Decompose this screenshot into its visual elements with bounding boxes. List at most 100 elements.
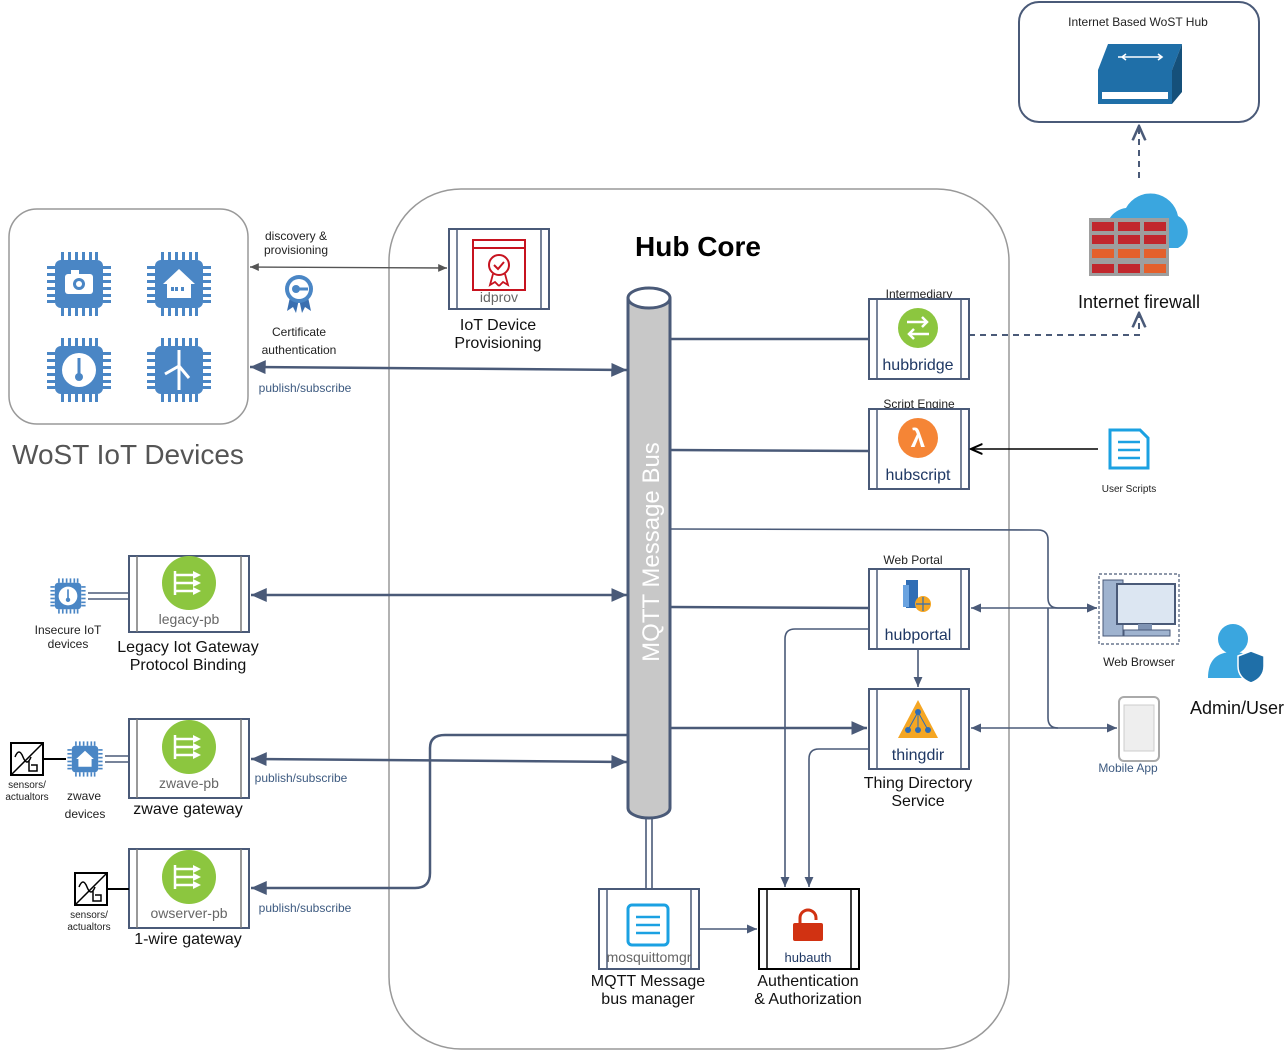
bridge-arrows-icon bbox=[898, 308, 938, 348]
owserver-caption: 1-wire gateway bbox=[134, 931, 242, 948]
mosquittomgr-service[interactable]: mosquittomgr bbox=[598, 888, 700, 970]
zwave-devices-label-2: devices bbox=[65, 807, 106, 821]
bus-hubportal-edge bbox=[669, 605, 870, 610]
insecure-device-chip-icon bbox=[50, 578, 86, 614]
cert-label-2: authentication bbox=[262, 343, 337, 357]
mqtt-message-bus: MQTT Message Bus bbox=[626, 286, 672, 820]
internet-hub-label: Internet Based WoST Hub bbox=[1068, 15, 1208, 29]
lambda-icon: λ bbox=[898, 418, 938, 458]
bus-hubscript-edge bbox=[669, 448, 870, 453]
zwave-devices-label-1: zwave bbox=[67, 789, 101, 803]
certificate-document-icon bbox=[472, 239, 526, 291]
hubbridge-firewall-edge bbox=[969, 313, 1139, 336]
legacy-pb-name: legacy-pb bbox=[159, 611, 220, 627]
zwave-caption: zwave gateway bbox=[133, 801, 242, 818]
zwave-sensors-label-2: actualtors bbox=[5, 792, 48, 803]
hubbridge-name: hubbridge bbox=[882, 357, 953, 374]
thingdir-name: thingdir bbox=[892, 747, 945, 764]
firewall-icon bbox=[1089, 193, 1188, 276]
user-scripts-icon bbox=[1108, 428, 1150, 470]
thingdir-hubauth-edge bbox=[804, 748, 869, 887]
web-server-icon bbox=[903, 580, 931, 612]
lock-icon bbox=[793, 908, 823, 941]
certificate-icon bbox=[285, 275, 313, 313]
web-browser-label: Web Browser bbox=[1103, 655, 1175, 669]
thingdir-caption-2: Service bbox=[891, 793, 944, 810]
bus-mobile-edge bbox=[1047, 608, 1059, 729]
owserver-sensor-icon bbox=[74, 872, 108, 906]
iot-devices-title: WoST IoT Devices bbox=[12, 439, 244, 470]
owserver-pubsub-label: publish/subscribe bbox=[259, 901, 352, 915]
firewall-label: Internet firewall bbox=[1078, 292, 1200, 312]
mosquittomgr-caption-1: MQTT Message bbox=[591, 973, 706, 990]
network-switch-icon bbox=[1098, 44, 1182, 104]
hubauth-name: hubauth bbox=[785, 950, 832, 965]
zwave-bus-edge bbox=[250, 752, 628, 769]
thingdir-service[interactable]: thingdir bbox=[868, 688, 970, 770]
legacy-caption-1: Legacy Iot Gateway bbox=[117, 639, 258, 656]
devices-pubsub-label: publish/subscribe bbox=[259, 381, 352, 395]
zwave-sensor-icon bbox=[10, 742, 44, 776]
hubauth-service[interactable]: hubauth bbox=[758, 888, 860, 970]
hubportal-service[interactable]: hubportal bbox=[868, 568, 970, 650]
iot-devices-container bbox=[8, 208, 249, 425]
idprov-caption-1: IoT Device bbox=[460, 317, 536, 334]
wind-turbine-chip-icon bbox=[147, 338, 211, 402]
gateway-icon bbox=[160, 554, 218, 612]
hubbridge-service[interactable]: hubbridge bbox=[868, 298, 970, 380]
hubauth-caption-1: Authentication bbox=[757, 973, 858, 990]
hubportal-top-label: Web Portal bbox=[883, 553, 942, 567]
mosquittomgr-name: mosquittomgr bbox=[607, 949, 692, 965]
idprov-service[interactable]: idprov bbox=[448, 228, 550, 310]
insecure-devices-label-2: devices bbox=[48, 637, 89, 651]
zwave-pb-binding[interactable]: zwave-pb bbox=[128, 718, 250, 799]
svg-text:λ: λ bbox=[911, 423, 926, 453]
owserver-bus-edge bbox=[251, 733, 627, 895]
admin-user-label: Admin/User bbox=[1190, 698, 1284, 718]
mqtt-bus-label: MQTT Message Bus bbox=[638, 442, 665, 662]
document-icon bbox=[626, 903, 670, 947]
owserver-pb-binding[interactable]: owserver-pb bbox=[128, 848, 250, 929]
hubbridge-top-label: Intermediary bbox=[886, 287, 953, 301]
directory-tree-icon bbox=[898, 700, 938, 738]
hub-core-container bbox=[388, 188, 1010, 1050]
user-scripts-label: User Scripts bbox=[1102, 484, 1156, 495]
owserver-pb-name: owserver-pb bbox=[150, 905, 227, 921]
home-chip-icon bbox=[147, 252, 211, 316]
zwave-pubsub-label: publish/subscribe bbox=[255, 771, 348, 785]
hubscript-service[interactable]: λ hubscript bbox=[868, 408, 970, 490]
hubportal-hubauth-edge bbox=[780, 628, 869, 887]
mobile-phone-icon bbox=[1118, 696, 1160, 762]
cert-label-1: Certificate bbox=[272, 325, 326, 339]
hub-core-title: Hub Core bbox=[635, 231, 761, 262]
camera-chip-icon bbox=[47, 252, 111, 316]
mosquittomgr-caption-2: bus manager bbox=[601, 991, 695, 1008]
hubscript-top-label: Script Engine bbox=[883, 397, 955, 411]
admin-user-icon bbox=[1208, 624, 1265, 684]
zwave-pb-name: zwave-pb bbox=[159, 775, 219, 791]
insecure-devices-label-1: Insecure IoT bbox=[35, 623, 102, 637]
idprov-caption-2: Provisioning bbox=[454, 335, 541, 352]
legacy-pb-binding[interactable]: legacy-pb bbox=[128, 554, 250, 633]
idprov-name: idprov bbox=[480, 289, 518, 305]
zwave-sensors-label-1: sensors/ bbox=[8, 780, 46, 791]
web-browser-icon bbox=[1098, 573, 1180, 645]
hubscript-name: hubscript bbox=[886, 467, 951, 484]
gateway-icon bbox=[160, 848, 218, 906]
owserver-sensors-label-2: actualtors bbox=[67, 922, 110, 933]
hubauth-caption-2: & Authorization bbox=[754, 991, 862, 1008]
bus-browser-edge bbox=[669, 528, 1097, 613]
discovery-label-2: provisioning bbox=[264, 243, 328, 257]
mobile-app-label: Mobile App bbox=[1098, 761, 1158, 775]
gateway-icon bbox=[160, 718, 218, 776]
zwave-device-chip-icon bbox=[67, 741, 103, 777]
thingdir-caption-1: Thing Directory bbox=[864, 775, 972, 792]
hubportal-name: hubportal bbox=[885, 627, 952, 644]
discovery-edge bbox=[249, 263, 448, 272]
thermometer-chip-icon bbox=[47, 338, 111, 402]
discovery-label-1: discovery & bbox=[265, 229, 327, 243]
owserver-sensors-label-1: sensors/ bbox=[70, 910, 108, 921]
legacy-caption-2: Protocol Binding bbox=[130, 657, 247, 674]
devices-pubsub-edge bbox=[249, 360, 628, 377]
